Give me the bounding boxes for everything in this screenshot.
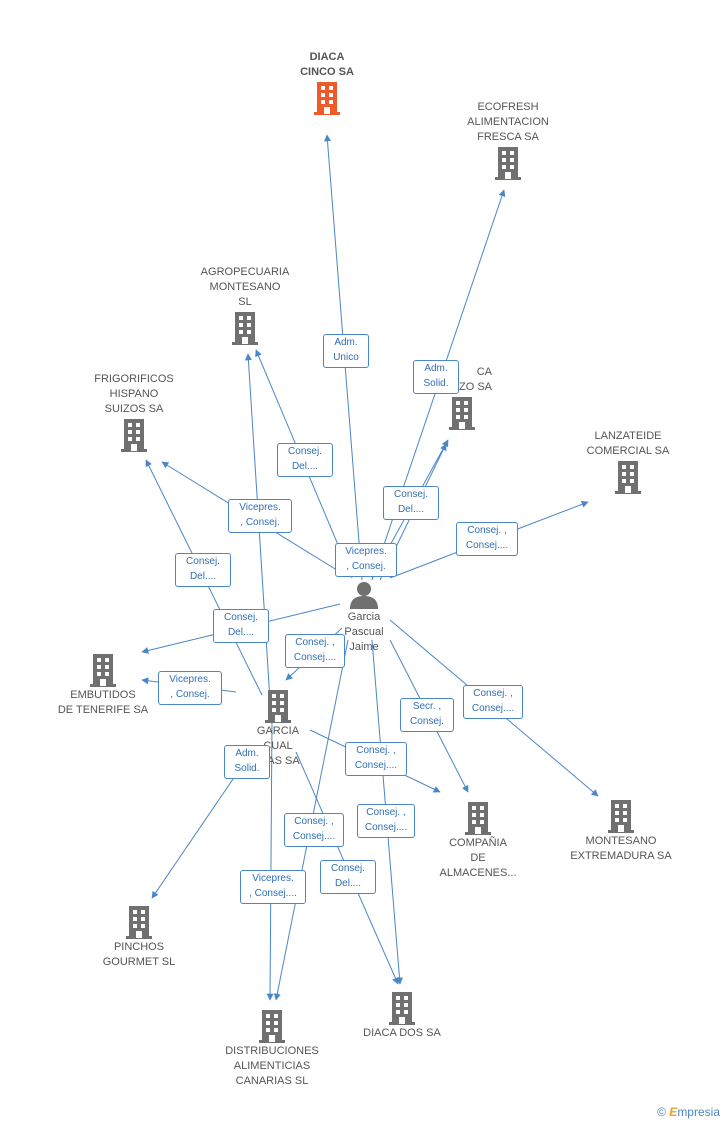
building-icon <box>389 992 415 1025</box>
relation-label[interactable]: Adm. Solid. <box>413 360 459 394</box>
relation-label[interactable]: Consej. , Consej.... <box>285 634 345 668</box>
company-ecofresh[interactable]: ECOFRESH ALIMENTACION FRESCA SA <box>458 100 558 181</box>
relation-label[interactable]: Consej. Del.... <box>175 553 231 587</box>
company-pinchos[interactable]: PINCHOS GOURMET SL <box>94 904 184 970</box>
relation-label[interactable]: Consej. Del.... <box>213 609 269 643</box>
building-icon <box>126 906 152 939</box>
building-icon <box>121 419 147 452</box>
relation-label[interactable]: Consej. Del.... <box>320 860 376 894</box>
company-name: LANZATEIDE COMERCIAL SA <box>586 430 670 457</box>
building-icon <box>314 82 340 115</box>
company-name: CA ZO SA <box>458 366 492 393</box>
company-diaca-cinco[interactable]: DIACA CINCO SA <box>282 50 372 116</box>
company-name: PINCHOS GOURMET SL <box>102 941 176 968</box>
building-icon <box>265 690 291 723</box>
relation-label[interactable]: Consej. Del.... <box>277 443 333 477</box>
company-compania[interactable]: COMPAÑIA DE ALMACENES... <box>430 800 526 881</box>
company-frigorificos[interactable]: FRIGORIFICOS HISPANO SUIZOS SA <box>82 372 186 453</box>
company-distribuciones[interactable]: DISTRIBUCIONES ALIMENTICIAS CANARIAS SL <box>212 1008 332 1089</box>
company-embutidos[interactable]: EMBUTIDOS DE TENERIFE SA <box>48 652 158 718</box>
building-icon <box>259 1010 285 1043</box>
company-name: ECOFRESH ALIMENTACION FRESCA SA <box>467 101 549 143</box>
building-icon <box>232 312 258 345</box>
relation-label[interactable]: Vicepres. , Consej. <box>335 543 397 577</box>
brand-e: E <box>669 1105 678 1119</box>
relation-label[interactable]: Consej. Del.... <box>383 486 439 520</box>
relation-label[interactable]: Secr. , Consej. <box>400 698 454 732</box>
edge-distribuciones-2 <box>266 719 274 1001</box>
relation-label[interactable]: Consej. , Consej.... <box>456 522 518 556</box>
building-icon <box>495 147 521 180</box>
relation-label[interactable]: Vicepres. , Consej. <box>158 671 222 705</box>
relation-label[interactable]: Adm. Solid. <box>224 745 270 779</box>
edge-pinchos <box>151 759 247 899</box>
building-icon <box>465 802 491 835</box>
relation-label[interactable]: Consej. , Consej.... <box>345 742 407 776</box>
company-name: MONTESANO EXTREMADURA SA <box>570 835 672 862</box>
relation-label[interactable]: Vicepres. , Consej. <box>228 499 292 533</box>
relation-label[interactable]: Consej. , Consej.... <box>357 804 415 838</box>
relation-label[interactable]: Vicepres. , Consej.... <box>240 870 306 904</box>
copyright-symbol: © <box>657 1105 666 1119</box>
company-name: DIACA CINCO SA <box>300 51 354 78</box>
building-icon <box>608 800 634 833</box>
company-name: FRIGORIFICOS HISPANO SUIZOS SA <box>94 373 174 415</box>
company-name: AGROPECUARIA MONTESANO SL <box>200 266 290 308</box>
company-name: DISTRIBUCIONES ALIMENTICIAS CANARIAS SL <box>225 1045 319 1087</box>
person-garcia-pascual-jaime[interactable]: Garcia Pascual Jaime <box>334 580 394 655</box>
relation-label[interactable]: Consej. , Consej.... <box>463 685 523 719</box>
brand-name: mpresia <box>677 1105 720 1119</box>
building-icon <box>615 461 641 494</box>
empresia-logo: © Empresia <box>657 1105 720 1119</box>
company-diaca-dos[interactable]: DIACA DOS SA <box>354 990 450 1041</box>
building-icon <box>449 397 475 430</box>
person-icon <box>350 582 378 609</box>
company-agropecuaria[interactable]: AGROPECUARIA MONTESANO SL <box>195 265 295 346</box>
company-montesano-ext[interactable]: MONTESANO EXTREMADURA SA <box>566 798 676 864</box>
relation-label[interactable]: Adm. Unico <box>323 334 369 368</box>
company-name: COMPAÑIA DE ALMACENES... <box>439 837 517 879</box>
company-name: DIACA DOS SA <box>363 1027 441 1039</box>
relation-label[interactable]: Consej. , Consej.... <box>284 813 344 847</box>
person-name: Garcia Pascual Jaime <box>344 611 384 653</box>
building-icon <box>90 654 116 687</box>
company-lanzateide[interactable]: LANZATEIDE COMERCIAL SA <box>576 429 680 495</box>
company-diaca-zo[interactable]: CA ZO SA <box>432 365 492 431</box>
company-name: EMBUTIDOS DE TENERIFE SA <box>57 689 149 716</box>
